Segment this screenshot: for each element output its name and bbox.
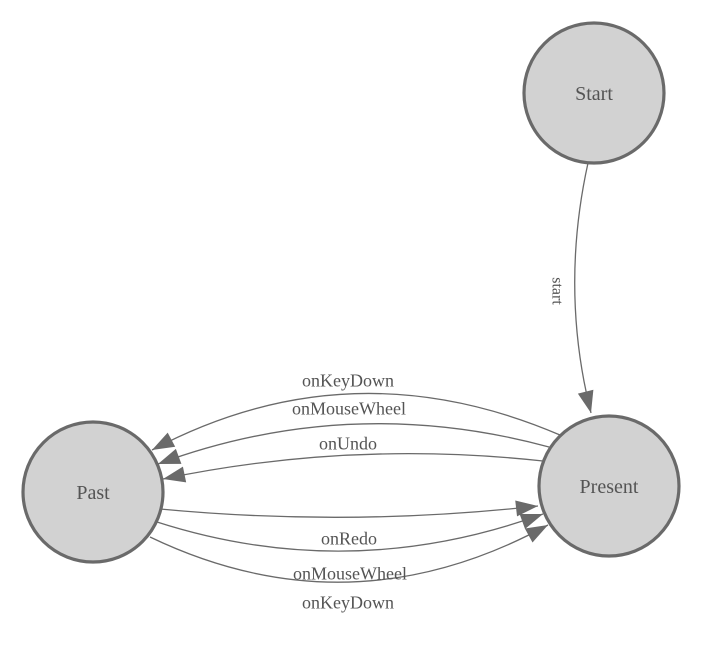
arrowhead-icon-present-to-past-onUndo xyxy=(163,466,187,483)
arrowhead-icon-present-to-past-onMouseWheel xyxy=(158,448,182,464)
arrowhead-icon-past-to-present-onKeyDown xyxy=(524,525,548,543)
transition-edge-present-to-past-onUndo xyxy=(162,453,544,480)
state-node-label-present: Present xyxy=(580,476,639,498)
transition-edge-start-to-present-start xyxy=(574,162,592,414)
transition-edge-past-to-present-onMouseWheel xyxy=(156,513,544,552)
transition-label-past-to-present-onMouseWheel: onMouseWheel xyxy=(293,563,407,583)
transition-label-present-to-past-onUndo: onUndo xyxy=(319,433,377,453)
arrowhead-icon-start-to-present-start xyxy=(577,389,594,413)
state-node-past xyxy=(21,420,165,564)
transition-label-past-to-present-onKeyDown: onKeyDown xyxy=(302,592,394,612)
transition-edge-past-to-present-onRedo xyxy=(159,505,539,518)
state-node-label-start: Start xyxy=(575,83,613,105)
state-node-label-past: Past xyxy=(76,482,110,504)
transition-label-start-to-present-start: start xyxy=(548,277,565,305)
transition-label-present-to-past-onMouseWheel: onMouseWheel xyxy=(292,398,406,418)
arrowhead-icon-present-to-past-onKeyDown xyxy=(152,432,176,450)
state-node-present xyxy=(537,414,681,558)
transition-edge-present-to-past-onMouseWheel xyxy=(157,423,550,465)
arrowhead-icon-past-to-present-onMouseWheel xyxy=(519,513,543,530)
state-node-start xyxy=(522,21,666,165)
transition-edge-past-to-present-onKeyDown xyxy=(149,524,549,583)
transition-label-past-to-present-onRedo: onRedo xyxy=(321,528,377,548)
transition-label-present-to-past-onKeyDown: onKeyDown xyxy=(302,370,394,390)
arrowhead-icon-past-to-present-onRedo xyxy=(515,500,538,517)
transition-edge-present-to-past-onKeyDown xyxy=(151,392,561,451)
